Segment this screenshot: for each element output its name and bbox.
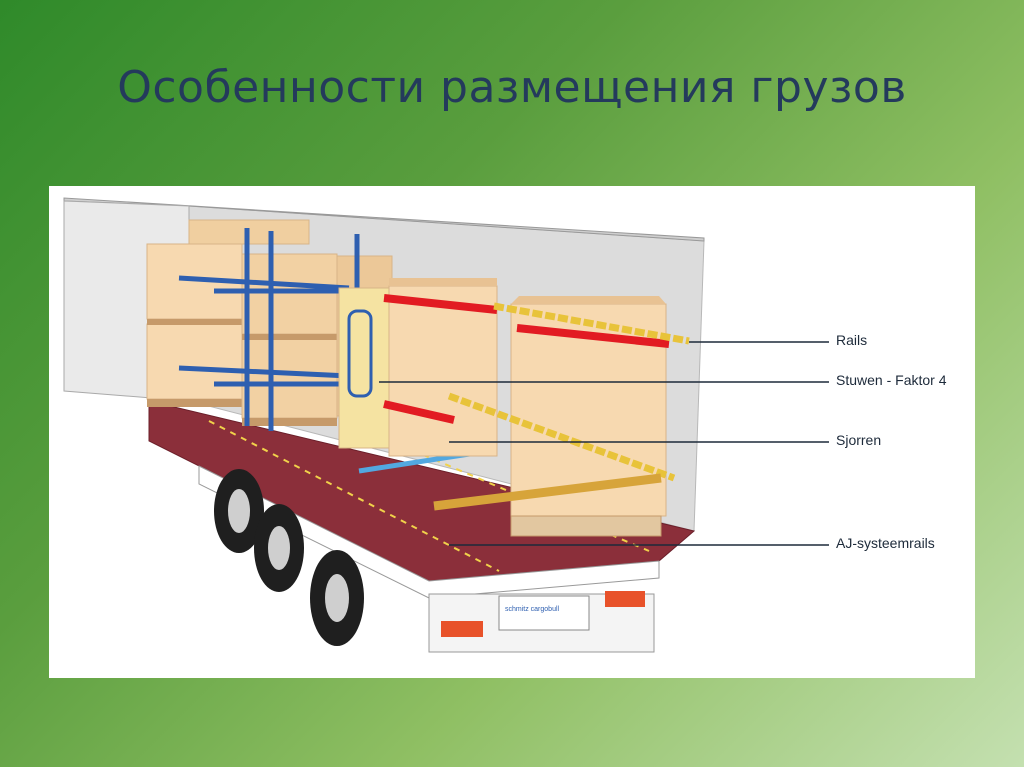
cargo-middle <box>338 278 498 457</box>
callout-aj-systeemrails: AJ-systeemrails <box>836 535 935 551</box>
slide-title: Особенности размещения грузов <box>117 62 907 113</box>
trailer-floor-edge <box>198 465 660 599</box>
wheels <box>214 469 364 646</box>
red-straps <box>383 294 670 424</box>
rear-panel <box>428 591 655 653</box>
callout-lines <box>379 341 829 546</box>
lashing-bar <box>433 473 662 511</box>
trailer-brand-logo: schmitz cargobull <box>505 606 560 613</box>
trailer-illustration <box>63 197 829 653</box>
callout-sjorren: Sjorren <box>836 432 882 448</box>
callout-stuwen: Stuwen - Faktor 4 <box>836 372 947 388</box>
yellow-rails <box>447 302 690 482</box>
trailer-diagram-panel: Rails Stuwen - Faktor 4 Sjorren AJ-syste… <box>49 186 975 678</box>
callout-rails: Rails <box>836 332 868 348</box>
